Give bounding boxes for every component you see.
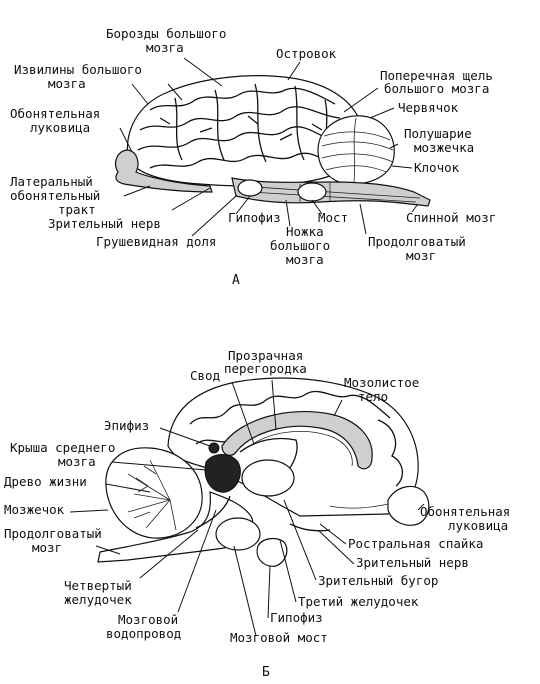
panel-label-a: А (232, 273, 240, 288)
tectum-shape (204, 454, 241, 493)
thalamus-shape (241, 459, 295, 497)
label-third-ventricle: Третий желудочек (298, 594, 419, 609)
olfactory-bulb-lateral (115, 149, 213, 193)
label-flocculus: Клочок (414, 160, 460, 175)
corpus-callosum-shape (221, 411, 373, 470)
pons-sagittal (215, 517, 261, 551)
cerebellum-sagittal (105, 447, 203, 539)
label-thalamus: Зрительный бугор (318, 573, 438, 588)
pineal-shape (208, 442, 220, 454)
label-piriform-lobe: Грушевидная доля (96, 234, 216, 249)
label-rostral-commissure: Ростральная спайка (348, 536, 483, 551)
arbor-vitae-branches (127, 459, 177, 531)
olfactory-connection (329, 503, 389, 509)
figure-b-leaders (69, 379, 425, 637)
pons-lateral (297, 182, 327, 202)
hypophysis-lateral (237, 179, 263, 197)
figure-a-leaders (119, 57, 419, 237)
label-optic-nerve-b: Зрительный нерв (356, 555, 469, 570)
label-insula: Островок (276, 46, 337, 61)
label-hypophysis-b: Гипофиз (270, 610, 323, 625)
septum-shape (249, 431, 353, 467)
label-hypophysis-a: Гипофиз (228, 210, 281, 225)
cerebellum-folia (321, 117, 394, 183)
label-epiphysis: Эпифиз (104, 418, 149, 433)
figure-b-drawing (97, 377, 430, 567)
label-optic-nerve-a: Зрительный нерв (48, 216, 161, 231)
aqueduct-channel (195, 495, 231, 529)
label-arbor-vitae: Древо жизни (4, 474, 87, 489)
cerebellum-lateral (317, 115, 395, 185)
label-pons-a: Мост (318, 210, 348, 225)
label-spinal-cord: Спинной мозг (406, 210, 496, 225)
figure-a-drawing (115, 75, 431, 207)
optic-nerve-shape (289, 523, 331, 532)
hypophysis-sagittal (256, 537, 288, 567)
label-cerebellum: Мозжечок (4, 502, 65, 517)
olfactory-bulb-sagittal (387, 485, 430, 526)
panel-label-b: Б (262, 665, 270, 680)
label-pons-b: Мозговой мост (230, 630, 328, 645)
brainstem-sagittal (97, 491, 254, 563)
label-fornix: Свод (190, 368, 220, 383)
label-vermis: Червячок (398, 100, 459, 115)
